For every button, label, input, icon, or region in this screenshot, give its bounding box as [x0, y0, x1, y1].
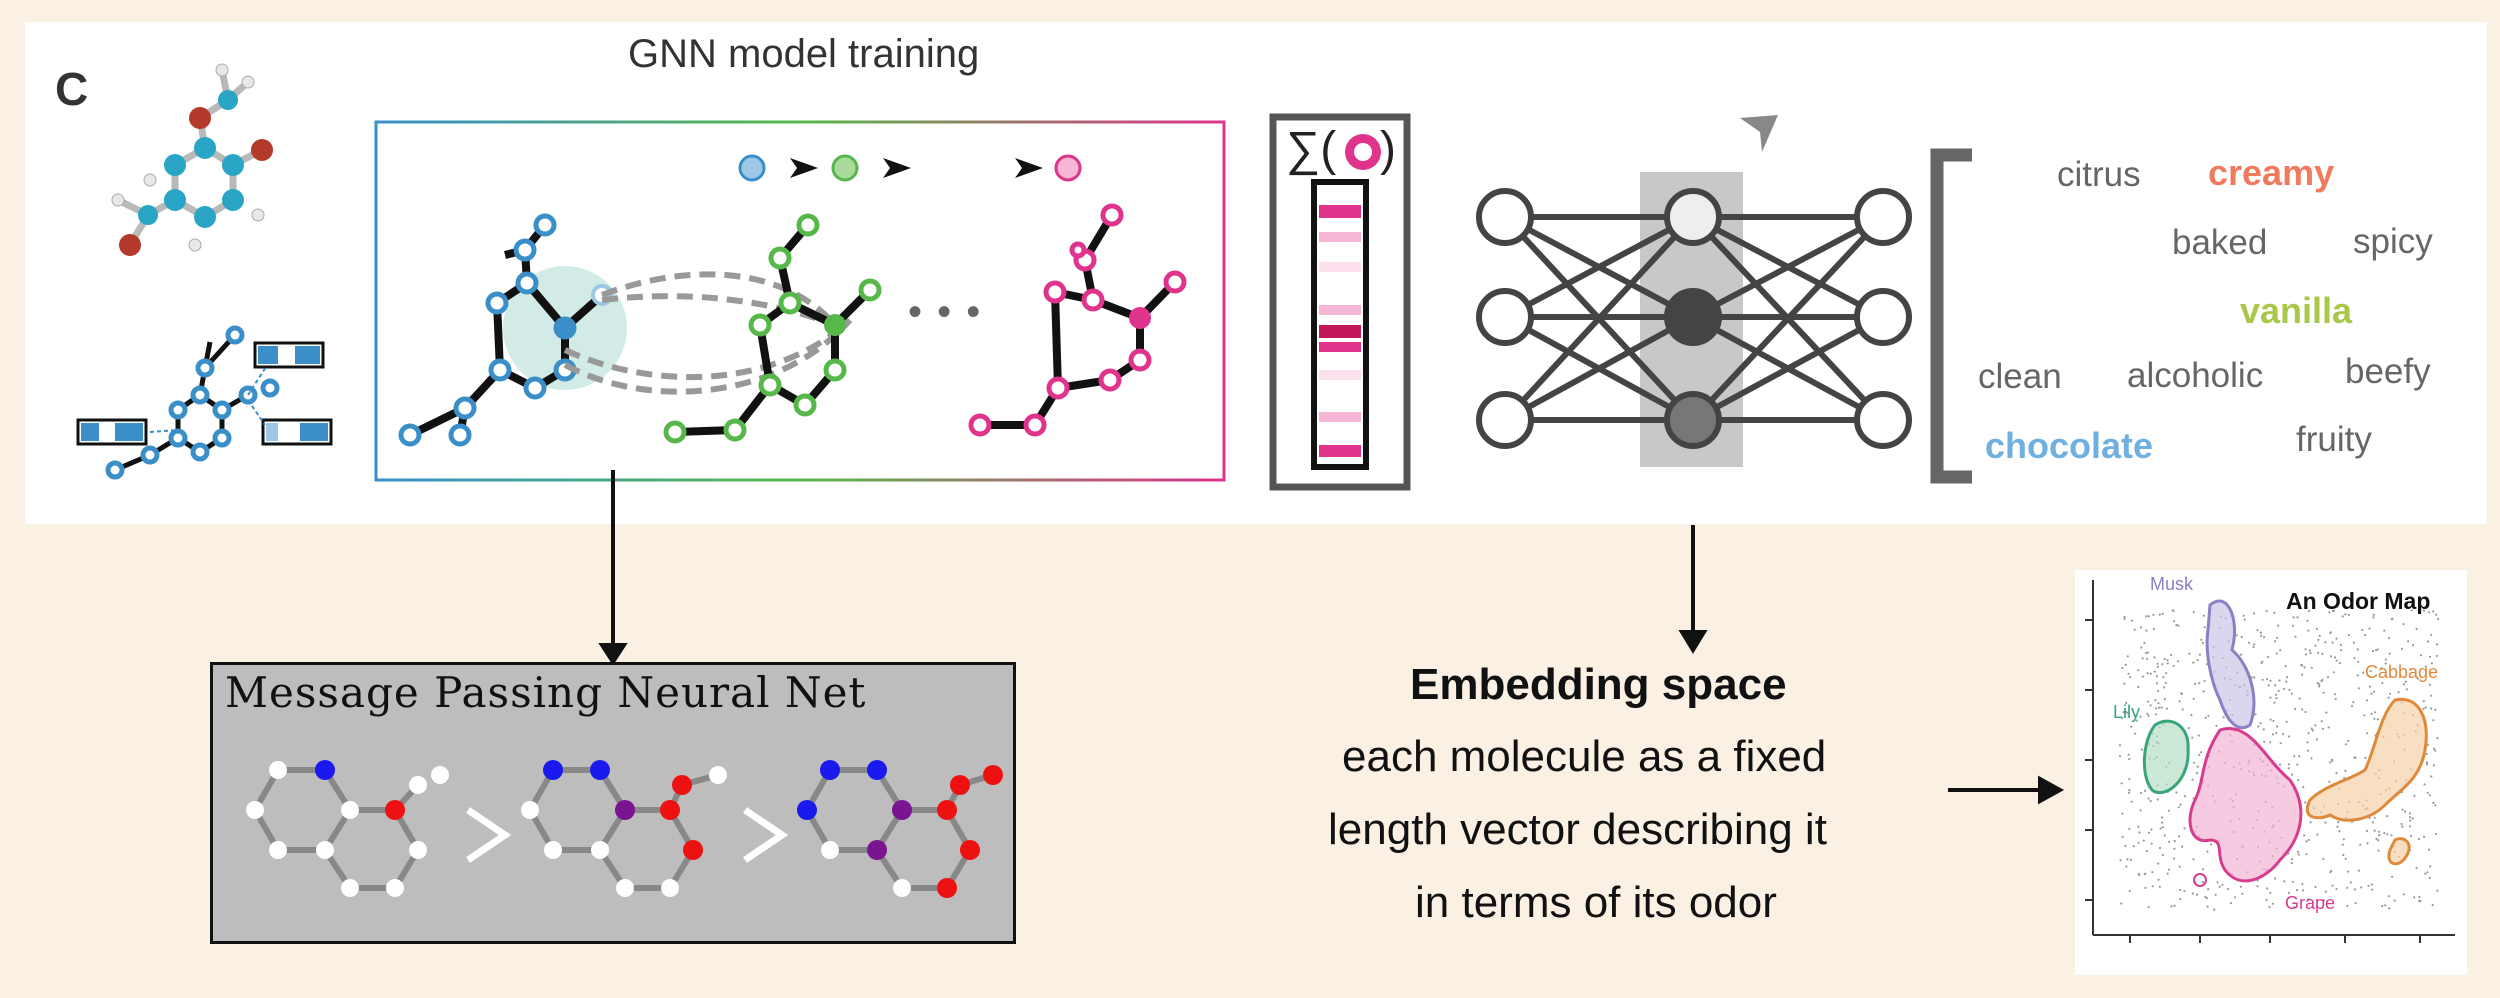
- cabbage-region: [2306, 697, 2428, 822]
- sum-close: ): [1380, 123, 1396, 176]
- gnn-training-panel: [25, 22, 2487, 524]
- label-lily: Lily: [2113, 702, 2141, 722]
- mpnn-step-3: [797, 760, 1003, 898]
- embedding-line-3: in terms of its odor: [1415, 878, 1777, 927]
- grape-region: [2188, 726, 2303, 883]
- odor-vanilla: vanilla: [2240, 290, 2353, 331]
- odor-spicy: spicy: [2353, 222, 2433, 261]
- molecular-graph-icon: [76, 325, 333, 480]
- mpnn-step-1: [246, 760, 449, 897]
- embedding-title: Embedding space: [1410, 660, 1787, 709]
- panel-label: C: [55, 63, 89, 115]
- molecule-3d-icon: [111, 63, 273, 256]
- odor-baked: baked: [2172, 223, 2268, 262]
- iteration-legend: [738, 154, 1082, 182]
- odor-fruity: fruity: [2296, 420, 2372, 459]
- mpnn-step-2: [521, 760, 727, 897]
- graph-iteration-n: [968, 203, 1187, 437]
- odor-alcoholic: alcoholic: [2127, 356, 2264, 395]
- odor-beefy: beefy: [2345, 352, 2431, 391]
- label-cabbage: Cabbage: [2365, 662, 2439, 682]
- neural-network-icon: [1476, 115, 1972, 484]
- lily-region: [2142, 719, 2190, 794]
- embedding-line-1: each molecule as a fixed: [1342, 732, 1827, 781]
- odor-citrus: citrus: [2057, 155, 2141, 194]
- ellipsis: • • •: [908, 290, 983, 334]
- graph-iteration-2: [663, 213, 882, 444]
- embedding-line-2: length vector describing it: [1328, 805, 1827, 854]
- odor-chocolate: chocolate: [1985, 425, 2154, 466]
- odor-creamy: creamy: [2208, 152, 2335, 193]
- mpnn-title: Message Passing Neural Net: [225, 668, 867, 717]
- label-grape: Grape: [2285, 893, 2336, 913]
- label-musk: Musk: [2150, 574, 2194, 594]
- sum-symbol: ∑(: [1286, 123, 1337, 176]
- graph-iteration-1: [398, 213, 627, 447]
- cabbage-region-small: [2387, 837, 2411, 866]
- readout-vector: [1269, 113, 1411, 491]
- gnn-title: GNN model training: [628, 32, 980, 76]
- training-box: [374, 120, 1226, 482]
- musk-region: [2205, 599, 2256, 729]
- odor-clean: clean: [1978, 357, 2062, 396]
- odor-map-title: An Odor Map: [2286, 588, 2431, 614]
